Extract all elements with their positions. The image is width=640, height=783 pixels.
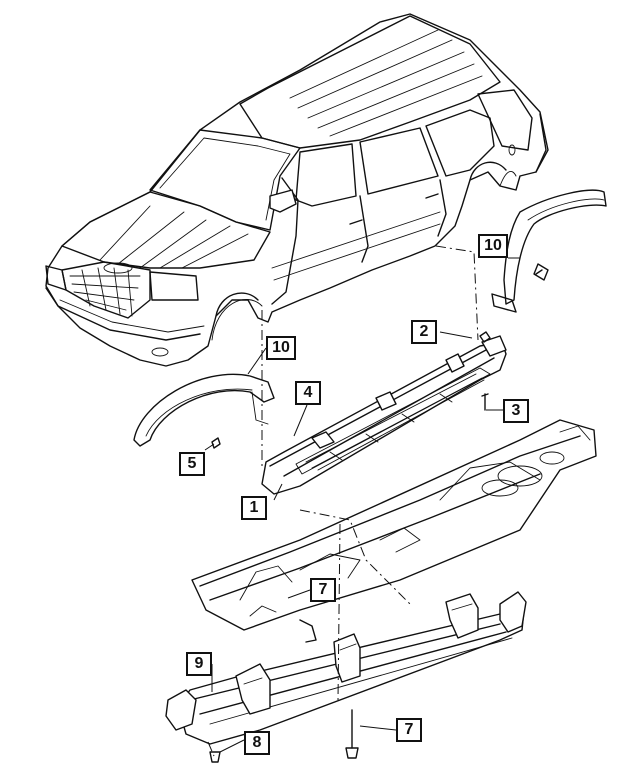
callout-5: 5 [179, 452, 205, 476]
suv-body-illustration [45, 13, 549, 367]
fastener-parts [211, 269, 543, 449]
callout-10-front-flare: 10 [266, 336, 296, 360]
callout-4: 4 [295, 381, 321, 405]
callout-7-frame: 7 [310, 578, 336, 602]
chassis-frame-illustration [191, 419, 597, 643]
leader-lines [204, 257, 520, 753]
callout-3: 3 [503, 399, 529, 423]
running-board-upper [261, 335, 507, 495]
callout-10-rear-flare: 10 [478, 234, 508, 258]
front-fender-flare [133, 373, 275, 447]
callout-8: 8 [244, 731, 270, 755]
rear-fender-flare [491, 189, 607, 313]
callout-7-bolt: 7 [396, 718, 422, 742]
running-board-lower [165, 591, 527, 763]
assembly-guide-lines [207, 245, 479, 757]
callout-1: 1 [241, 496, 267, 520]
callout-2: 2 [411, 320, 437, 344]
callout-9: 9 [186, 652, 212, 676]
